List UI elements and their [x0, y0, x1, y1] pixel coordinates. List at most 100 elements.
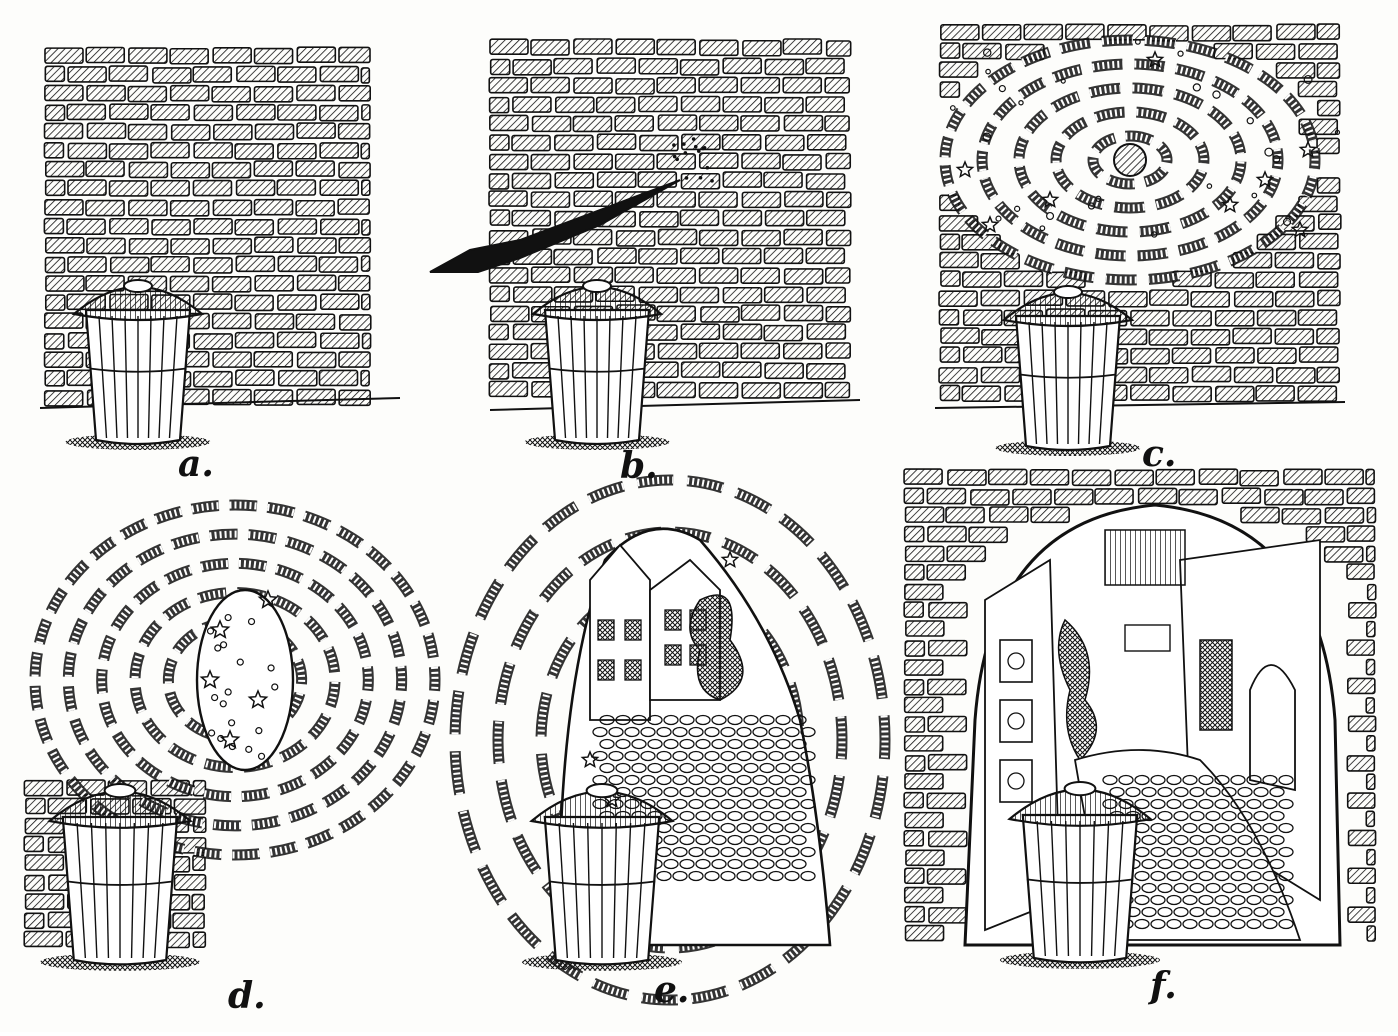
brick: [926, 564, 967, 581]
cobblestone: [711, 834, 727, 846]
arched-door: [1249, 664, 1296, 792]
cobblestone: [791, 810, 807, 822]
curved-brick: [303, 615, 329, 643]
brick: [1316, 23, 1341, 40]
cobblestone: [704, 870, 720, 882]
brick: [337, 275, 371, 292]
cobblestone: [1221, 810, 1237, 822]
brick: [1346, 639, 1375, 656]
brick: [614, 115, 655, 132]
curved-brick: [199, 557, 229, 573]
cobblestone: [704, 750, 720, 762]
cobblestone: [1182, 894, 1198, 906]
curved-brick: [170, 532, 201, 551]
sparkle-dot: [1134, 38, 1141, 45]
brick: [904, 640, 926, 657]
brick: [1191, 25, 1232, 42]
roof: [1104, 529, 1186, 586]
brick: [680, 172, 721, 190]
brick: [173, 874, 207, 891]
brick: [1108, 290, 1148, 308]
brick: [1274, 251, 1315, 269]
cobblestone: [1205, 786, 1221, 798]
cobblestone: [775, 738, 791, 750]
trash-can: [65, 279, 211, 450]
cobblestone: [608, 726, 624, 738]
brick: [741, 191, 782, 209]
cobblestone: [1278, 846, 1294, 858]
curved-brick: [987, 62, 1016, 86]
brick: [700, 306, 740, 323]
brick: [681, 133, 721, 151]
brick: [277, 142, 317, 160]
brick: [296, 46, 337, 63]
brick: [903, 601, 924, 618]
cobblestone: [663, 738, 679, 750]
cobblestone: [1253, 810, 1269, 822]
brick: [1221, 487, 1262, 505]
cobblestone: [1246, 870, 1262, 882]
brick: [1365, 658, 1376, 676]
brick: [806, 134, 847, 151]
brick: [722, 209, 763, 227]
brick: [193, 257, 233, 274]
cobblestone: [1166, 774, 1182, 786]
cobblestone: [1205, 906, 1221, 918]
brick: [656, 38, 696, 56]
cobblestone: [663, 834, 679, 846]
cobblestone: [1173, 786, 1189, 798]
brick: [904, 563, 925, 581]
brick: [1324, 507, 1365, 524]
cobblestone: [743, 786, 759, 798]
brick: [1305, 526, 1346, 543]
brick: [489, 38, 529, 55]
curved-brick: [212, 819, 242, 832]
spray-dot: [672, 143, 676, 147]
cobblestone: [1253, 882, 1269, 894]
brick: [782, 154, 822, 171]
brick: [927, 715, 968, 733]
brick: [211, 161, 252, 179]
cobblestone: [631, 786, 647, 798]
cobblestone: [800, 798, 816, 810]
brick: [170, 161, 211, 179]
brick: [277, 218, 318, 235]
cobblestone: [1253, 786, 1269, 798]
cobblestone: [791, 738, 807, 750]
brick: [722, 286, 763, 304]
brick: [25, 797, 46, 815]
star-doodle: [247, 689, 269, 709]
brick: [721, 247, 762, 265]
cobblestone: [624, 726, 640, 738]
brick: [44, 256, 66, 274]
star-doodle: [257, 589, 279, 609]
brick: [277, 104, 317, 121]
brick: [554, 171, 595, 189]
brick: [1264, 488, 1304, 506]
brick: [511, 134, 551, 152]
brick: [296, 84, 336, 102]
brick: [940, 327, 980, 344]
brick: [169, 47, 209, 65]
brick: [489, 58, 511, 76]
brick: [1130, 309, 1170, 327]
cobblestone: [1230, 894, 1246, 906]
brick: [1365, 697, 1376, 714]
brick: [680, 95, 721, 113]
brick: [554, 134, 594, 152]
brick: [699, 39, 739, 57]
brick: [192, 931, 207, 948]
cobblestone: [1198, 870, 1214, 882]
brick: [338, 46, 371, 64]
cobblestone: [720, 822, 736, 834]
brick: [338, 85, 372, 102]
brick: [44, 47, 84, 64]
brick: [614, 266, 654, 284]
brick: [254, 313, 295, 330]
brick: [824, 381, 851, 399]
brick: [698, 114, 739, 132]
brick: [296, 274, 337, 292]
brick: [961, 385, 1002, 402]
brick: [939, 81, 961, 98]
star-doodle: [955, 160, 975, 179]
